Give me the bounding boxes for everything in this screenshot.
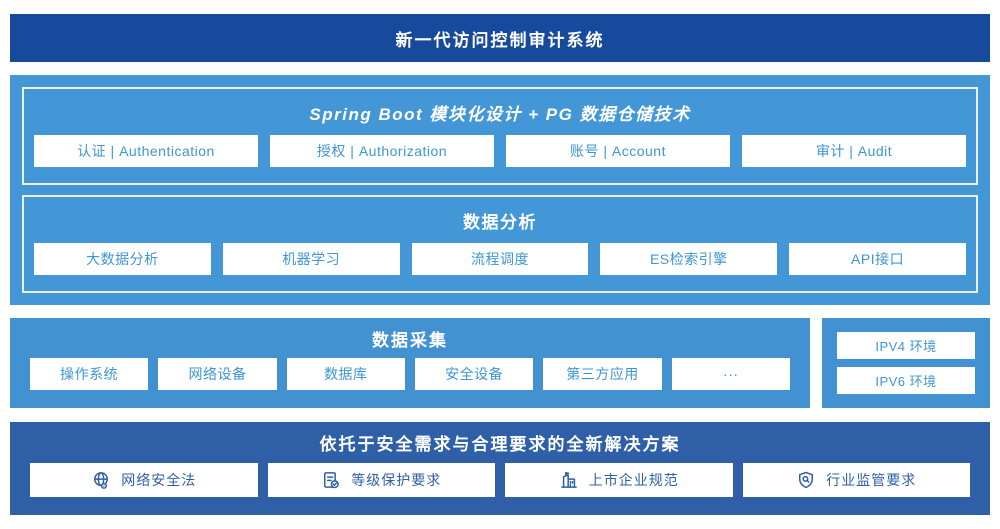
globe-icon — [91, 470, 111, 490]
shield-search-icon — [796, 470, 816, 490]
analysis-title: 数据分析 — [463, 212, 537, 232]
collection-item-more: ··· — [671, 358, 790, 390]
solution-item-label: 网络安全法 — [121, 472, 197, 488]
architecture-title: Spring Boot 模块化设计 + PG 数据仓储技术 — [309, 104, 691, 124]
solution-item-label: 上市企业规范 — [588, 472, 679, 488]
collection-item: 数据库 — [286, 358, 405, 390]
solution-item: 等级保护要求 — [267, 463, 495, 497]
collection-item: 安全设备 — [414, 358, 534, 390]
analysis-box-row: 大数据分析 机器学习 流程调度 ES检索引擎 API接口 — [34, 243, 966, 275]
page-title: 新一代访问控制审计系统 — [395, 30, 605, 50]
architecture-item: 认证 | Authentication — [34, 135, 258, 167]
solution-item: 上市企业规范 — [505, 463, 733, 497]
analysis-panel: 数据分析 大数据分析 机器学习 流程调度 ES检索引擎 API接口 — [22, 195, 978, 293]
solution-item: 行业监管要求 — [742, 463, 970, 497]
collection-box-row: 操作系统 网络设备 数据库 安全设备 第三方应用 ··· — [30, 358, 790, 390]
collection-item: 网络设备 — [158, 358, 277, 390]
platform-layer: Spring Boot 模块化设计 + PG 数据仓储技术 认证 | Authe… — [10, 75, 990, 305]
environment-panel: IPV4 环境 IPV6 环境 — [822, 318, 990, 408]
solution-item-label: 等级保护要求 — [351, 472, 442, 488]
environment-item: IPV6 环境 — [837, 367, 975, 394]
solution-box-row: 网络安全法 等级保护要求 — [30, 463, 970, 497]
collection-layer: 数据采集 操作系统 网络设备 数据库 安全设备 第三方应用 ··· IPV4 环… — [10, 318, 990, 408]
architecture-panel: Spring Boot 模块化设计 + PG 数据仓储技术 认证 | Authe… — [22, 87, 978, 185]
building-icon — [559, 470, 579, 490]
analysis-item: 机器学习 — [222, 243, 400, 275]
solution-item-label: 行业监管要求 — [826, 472, 917, 488]
collection-item: 第三方应用 — [543, 358, 662, 390]
solution-layer: 依托于安全需求与合理要求的全新解决方案 网络安全法 — [10, 422, 990, 515]
document-check-icon — [321, 470, 341, 490]
environment-item: IPV4 环境 — [837, 332, 975, 359]
analysis-item: 大数据分析 — [34, 243, 211, 275]
architecture-box-row: 认证 | Authentication 授权 | Authorization 账… — [34, 135, 966, 167]
architecture-item: 审计 | Audit — [742, 135, 966, 167]
analysis-item: 流程调度 — [411, 243, 589, 275]
collection-title: 数据采集 — [372, 330, 448, 350]
diagram-title-bar: 新一代访问控制审计系统 — [10, 14, 990, 62]
analysis-item: ES检索引擎 — [600, 243, 778, 275]
collection-item: 操作系统 — [30, 358, 149, 390]
analysis-item: API接口 — [789, 243, 966, 275]
solution-item: 网络安全法 — [30, 463, 258, 497]
architecture-item: 授权 | Authorization — [270, 135, 494, 167]
collection-panel: 数据采集 操作系统 网络设备 数据库 安全设备 第三方应用 ··· — [10, 318, 810, 408]
solution-title: 依托于安全需求与合理要求的全新解决方案 — [319, 435, 681, 454]
architecture-item: 账号 | Account — [506, 135, 730, 167]
